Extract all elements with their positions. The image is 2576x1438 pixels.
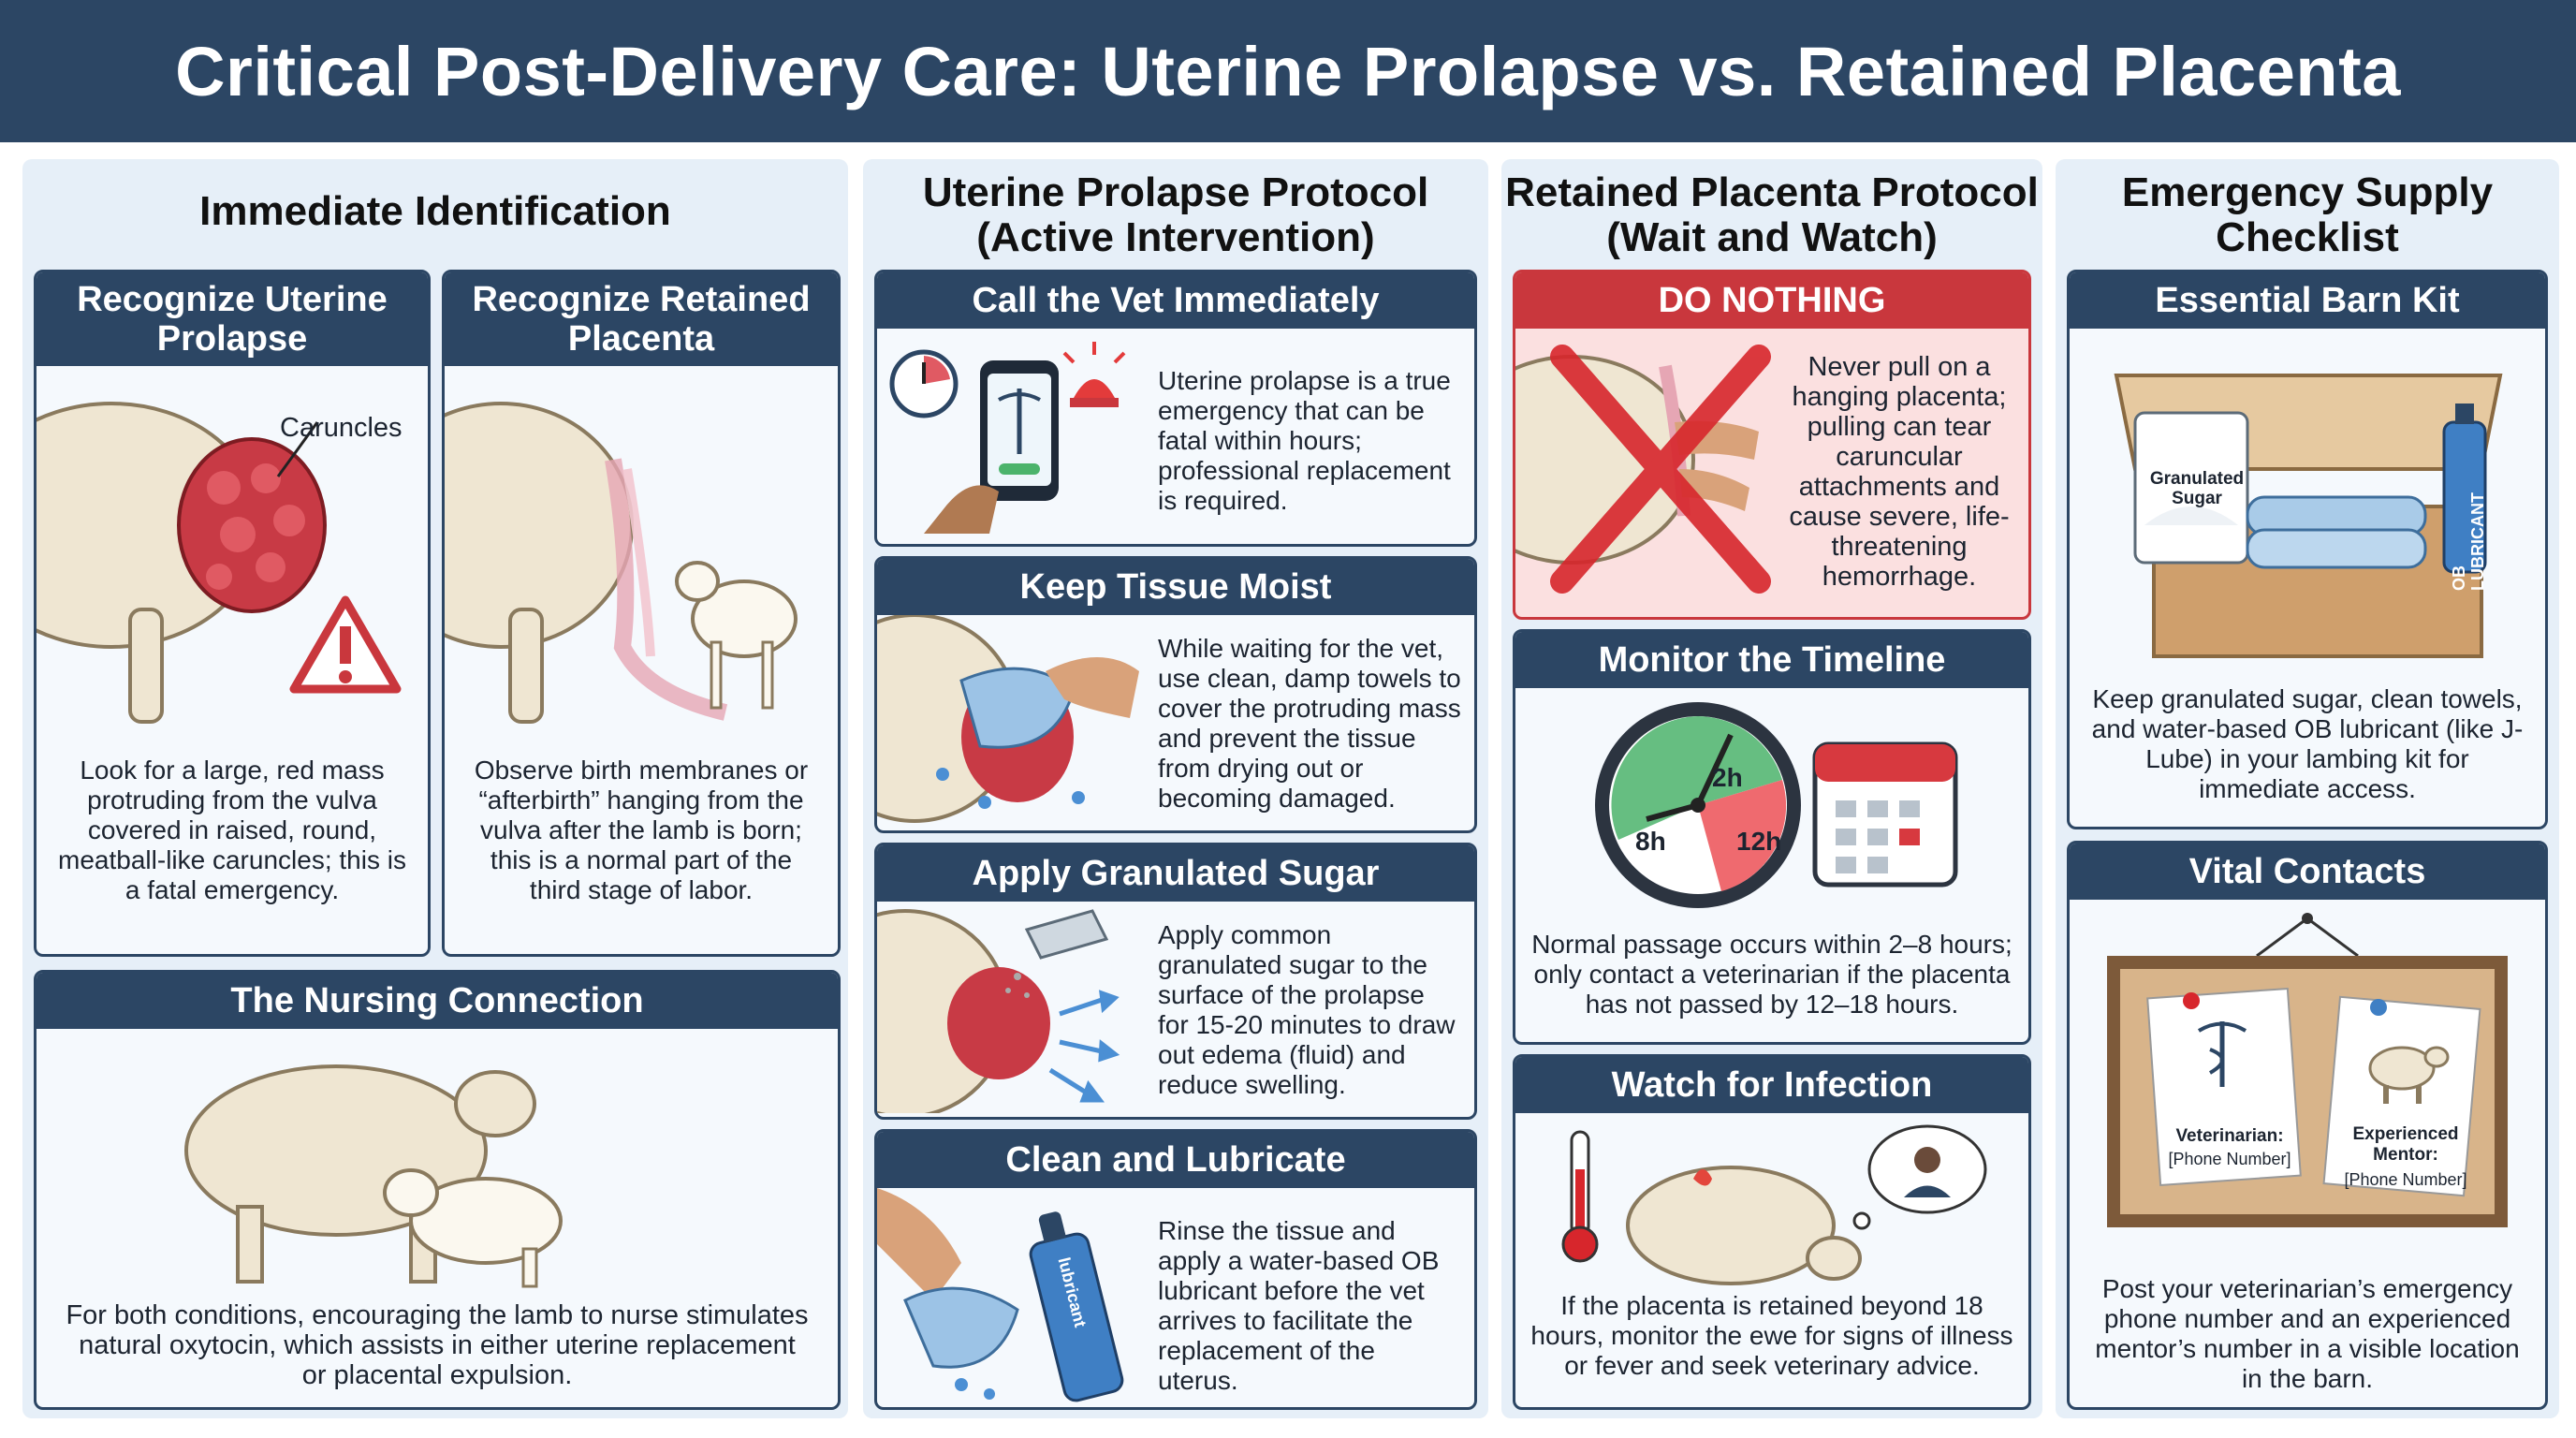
clock-label-8h: 8h [1635, 827, 1666, 856]
warning-icon [289, 595, 402, 694]
column-heading: Emergency Supply Checklist [2121, 169, 2494, 260]
card-title: Clean and Lubricate [877, 1132, 1474, 1188]
damp-towel-illustration [877, 615, 1139, 823]
card-nursing-connection: The Nursing Connection For both conditio… [34, 970, 841, 1410]
caruncles-label: Caruncles [280, 413, 402, 443]
vet-contact-label: Veterinarian: [2175, 1126, 2284, 1146]
column-heading: Immediate Identification [199, 188, 671, 234]
timeline-clock-illustration [1595, 702, 1958, 908]
card-call-vet: Call the Vet Immediately U [874, 270, 1477, 547]
column-supply-checklist: Emergency Supply Checklist Essential Bar… [2056, 159, 2559, 1418]
sugar-bag-label: Granulated Sugar [2149, 469, 2245, 508]
header-banner: Critical Post-Delivery Care: Uterine Pro… [0, 0, 2576, 142]
card-title: The Nursing Connection [37, 973, 838, 1029]
card-title: Call the Vet Immediately [877, 272, 1474, 329]
phone-vet-illustration [889, 342, 1126, 534]
card-text: For both conditions, encouraging the lam… [66, 1300, 809, 1390]
ewe-and-lamb-illustration [184, 1064, 563, 1288]
card-text: Normal passage occurs within 2–8 hours; … [1531, 930, 2012, 1019]
card-text: Look for a large, red mass protruding fr… [58, 756, 406, 904]
bottle-label: lubricant [1054, 1255, 1090, 1329]
caduceus-icon [2197, 1021, 2247, 1087]
card-title: DO NOTHING [1515, 272, 2028, 329]
card-text: Never pull on a hanging placenta; pullin… [1789, 352, 2010, 592]
card-text: While waiting for the vet, use clean, da… [1158, 634, 1461, 813]
card-text: If the placenta is retained beyond 18 ho… [1530, 1291, 2013, 1380]
card-keep-tissue-moist: Keep Tissue Moist While waiting for the … [874, 556, 1477, 833]
clock-icon [889, 349, 959, 418]
lube-bottle-label: OB LUBRICANT [2450, 492, 2487, 591]
ewe-placenta-illustration [445, 402, 798, 724]
sugar-scoop-illustration [877, 909, 1120, 1113]
vet-thought-bubble-icon [1852, 1124, 1987, 1230]
card-title: Recognize Uterine Prolapse [37, 272, 428, 366]
column-heading: Retained Placenta Protocol (Wait and Wat… [1505, 169, 2039, 260]
card-apply-sugar: Apply Granulated Sugar Apply common gran… [874, 843, 1477, 1120]
page-title: Critical Post-Delivery Care: Uterine Pro… [175, 32, 2401, 110]
clock-label-12h: 12h [1736, 827, 1782, 856]
thermometer-icon [1561, 1130, 1599, 1263]
card-vital-contacts: Vital Contacts Veterinarian: [Phone N [2067, 841, 2548, 1410]
sheep-icon [2368, 1046, 2450, 1104]
alarm-light-icon [1062, 342, 1126, 407]
mentor-phone: [Phone Number] [2344, 1170, 2467, 1189]
no-pulling-illustration [1515, 345, 1771, 594]
clock-icon [1595, 702, 1801, 908]
vet-phone: [Phone Number] [2168, 1150, 2291, 1168]
card-text: Rinse the tissue and apply a water-based… [1158, 1216, 1440, 1395]
column-prolapse-protocol: Uterine Prolapse Protocol (Active Interv… [863, 159, 1488, 1418]
card-title: Keep Tissue Moist [877, 559, 1474, 615]
sick-ewe-illustration [1561, 1124, 1987, 1285]
ewe-prolapse-illustration [37, 402, 402, 724]
x-mark-icon [1550, 345, 1771, 594]
card-title: Apply Granulated Sugar [877, 845, 1474, 902]
column-identification: Immediate Identification Recognize Uteri… [22, 159, 848, 1418]
clock-label-2h: 2h [1712, 763, 1743, 792]
calendar-icon [1812, 741, 1958, 888]
card-watch-infection: Watch for Infection If the placenta is r… [1513, 1054, 2031, 1410]
lamb-illustration [675, 561, 798, 710]
card-barn-kit: Essential Barn Kit Granulated Sugar OB L… [2067, 270, 2548, 829]
card-clean-lubricate: Clean and Lubricate lubricant Rinse the … [874, 1129, 1477, 1410]
mentor-contact-label: Experienced Mentor: [2352, 1124, 2459, 1165]
card-title: Watch for Infection [1515, 1057, 2028, 1113]
card-recognize-prolapse: Recognize Uterine Prolapse Caruncles Loo… [34, 270, 431, 957]
column-heading: Uterine Prolapse Protocol (Active Interv… [922, 169, 1429, 260]
caduceus-icon [998, 389, 1041, 454]
column-placenta-protocol: Retained Placenta Protocol (Wait and Wat… [1501, 159, 2042, 1418]
card-recognize-placenta: Recognize Retained Placenta Observe birt… [442, 270, 841, 957]
card-title: Recognize Retained Placenta [445, 272, 838, 366]
card-text: Apply common granulated sugar to the sur… [1158, 920, 1456, 1099]
card-title: Essential Barn Kit [2070, 272, 2545, 329]
card-text: Observe birth membranes or “afterbirth” … [474, 756, 809, 904]
card-do-nothing: DO NOTHING Never pull on a hanging place… [1513, 270, 2031, 620]
card-monitor-timeline: Monitor the Timeline [1513, 629, 2031, 1045]
barn-kit-box-illustration [2114, 374, 2503, 658]
card-text: Keep granulated sugar, clean towels, and… [2091, 684, 2524, 803]
card-text: Post your veterinarian’s emergency phone… [2095, 1274, 2520, 1393]
card-title: Vital Contacts [2070, 844, 2545, 900]
card-text: Uterine prolapse is a true emergency tha… [1158, 366, 1451, 515]
hand-towel-illustration [877, 1188, 1019, 1400]
card-title: Monitor the Timeline [1515, 632, 2028, 688]
corkboard-illustration [2107, 913, 2508, 1227]
